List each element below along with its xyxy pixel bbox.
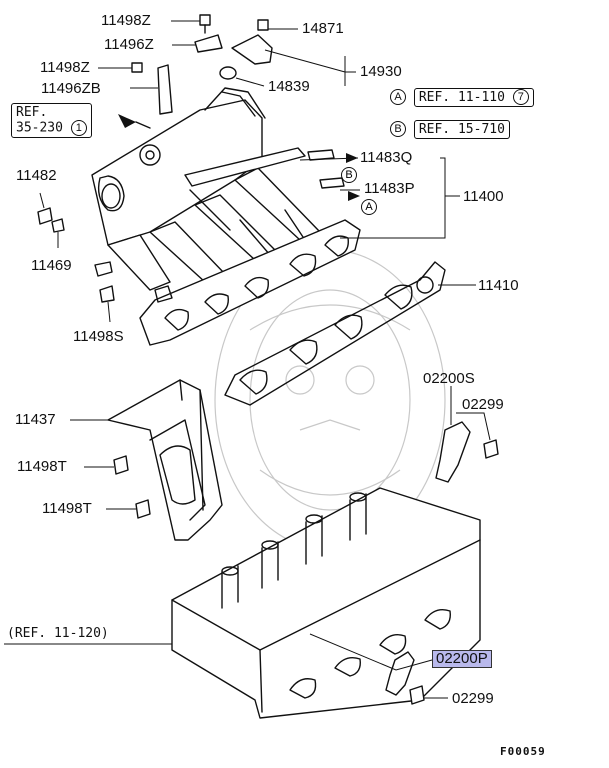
ref-line2: 35-230 1 — [16, 120, 87, 136]
fasteners — [37, 14, 499, 705]
manifold-bracket — [107, 379, 223, 541]
part-14839: 14839 — [268, 78, 310, 95]
ref-a-circle: 7 — [512, 89, 529, 105]
ref-a-box: REF. 11-110 7 — [413, 87, 534, 107]
direction-arrows — [118, 114, 360, 201]
ref-a-text: REF. 11-110 — [418, 89, 505, 105]
part-11498T-lower: 11498T — [42, 500, 92, 517]
part-11498Z-upper: 11498Z — [101, 12, 151, 29]
part-11496Z: 11496Z — [104, 36, 154, 53]
ref-a-row[interactable]: A REF. 11-110 7 — [390, 87, 534, 107]
ref-b-row[interactable]: B REF. 15-710 — [390, 119, 510, 139]
part-11498S: 11498S — [73, 328, 124, 345]
manifold-gasket — [224, 261, 446, 406]
cylinder-head — [171, 487, 481, 719]
part-11498Z-lower: 11498Z — [40, 59, 90, 76]
figure-code: F00059 — [500, 745, 546, 758]
leader-lines — [4, 20, 491, 699]
engine-hanger-lower — [385, 651, 415, 696]
part-02200P-highlighted[interactable]: 02200P — [432, 650, 492, 668]
ref-box-35-230[interactable]: REF. 35-230 1 — [11, 103, 92, 138]
ref-a-marker: A — [390, 89, 406, 105]
ref-b-box: REF. 15-710 — [413, 119, 510, 139]
part-11483Q: 11483Q — [360, 149, 413, 166]
part-11483P: 11483P — [364, 180, 415, 197]
part-11437: 11437 — [15, 411, 56, 428]
engine-hanger-upper — [435, 421, 471, 483]
part-02200S: 02200S — [423, 370, 475, 387]
ref-line1: REF. — [16, 105, 48, 120]
ref-number: 35-230 — [16, 120, 63, 136]
marker-a: A — [361, 199, 377, 215]
part-11469: 11469 — [31, 257, 72, 274]
ref-head[interactable]: (REF. 11-120) — [7, 626, 109, 641]
part-02299-upper: 02299 — [462, 396, 504, 413]
part-11498T-upper: 11498T — [17, 458, 67, 475]
intake-manifold — [91, 87, 361, 346]
part-14871: 14871 — [302, 20, 344, 37]
part-02299-lower: 02299 — [452, 690, 494, 707]
part-14930: 14930 — [360, 63, 402, 80]
ref-circle-number: 1 — [70, 120, 87, 136]
ref-b-marker: B — [390, 121, 406, 137]
part-11410: 11410 — [478, 277, 519, 294]
marker-b: B — [341, 167, 357, 183]
part-11482: 11482 — [16, 167, 57, 184]
part-11496ZB: 11496ZB — [41, 80, 101, 97]
part-11400: 11400 — [463, 188, 504, 205]
